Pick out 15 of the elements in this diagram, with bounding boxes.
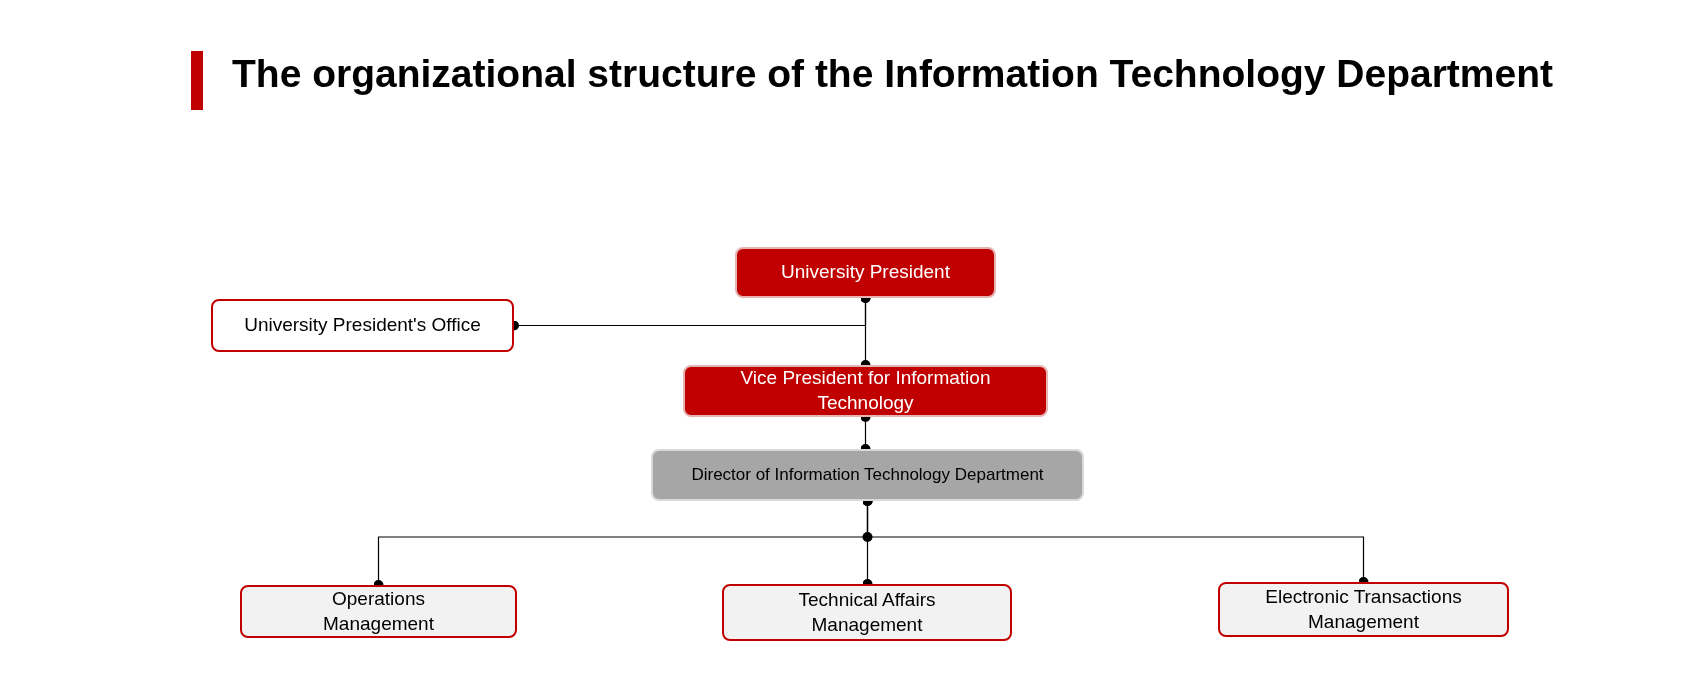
org-box (1218, 582, 1509, 637)
org-box (211, 299, 514, 352)
box-label: Operations Management (322, 586, 435, 636)
title: The organizational structure of the Information Technology Department (232, 52, 1554, 96)
box-label: Director of Information Technology Department (691, 463, 1044, 486)
box-label: University President (781, 260, 950, 285)
box-label: University President's Office (244, 313, 481, 338)
org-box (240, 585, 517, 638)
org-box (722, 584, 1012, 641)
box-label: Vice President for Information Technology (739, 366, 992, 415)
org-box (651, 449, 1084, 501)
box-label: Electronic Transactions Management (1264, 584, 1463, 634)
org-box (683, 365, 1048, 417)
org-box (735, 247, 996, 298)
box-label: Technical Affairs Management (797, 587, 937, 637)
